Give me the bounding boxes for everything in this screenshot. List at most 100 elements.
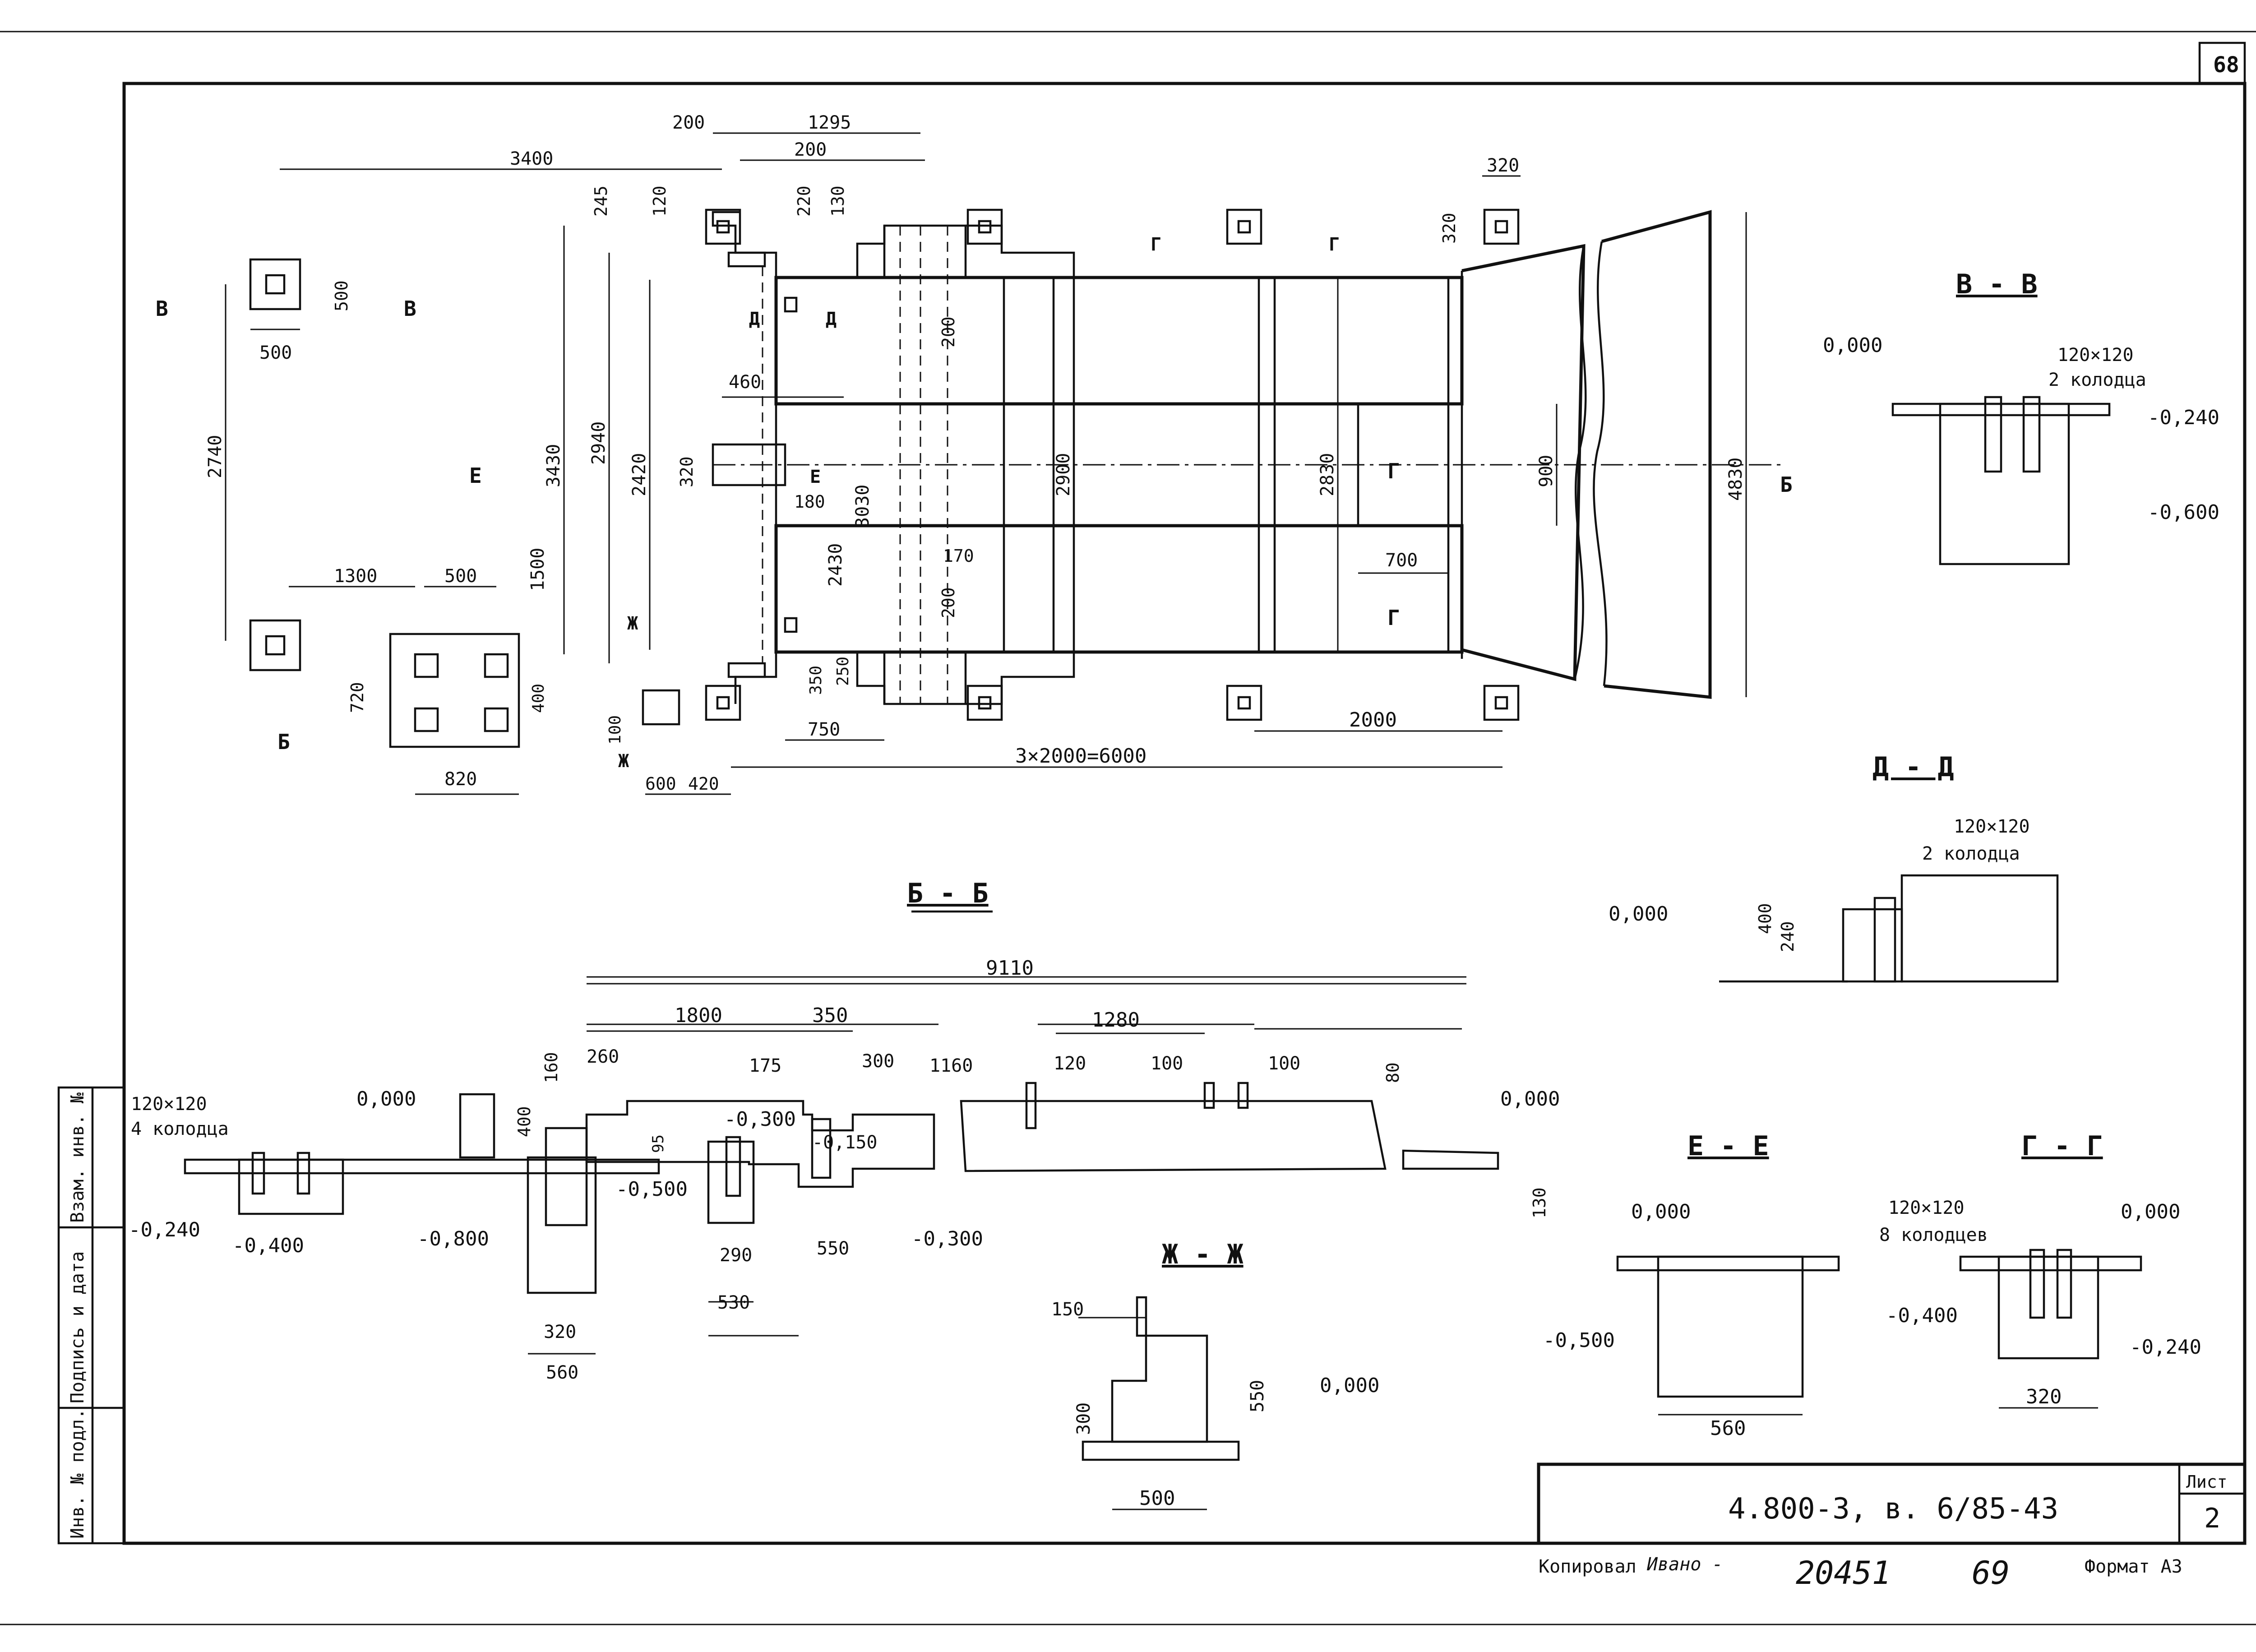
level-label: -0,400 bbox=[1886, 1304, 1958, 1327]
dim-label: 320 bbox=[1439, 213, 1459, 244]
dim-label: 550 bbox=[1247, 1380, 1268, 1412]
dim-label: 200 bbox=[794, 139, 827, 160]
section-bb-labels: 9110 1800 350 1280 260 175 300 1160 120 … bbox=[129, 957, 1560, 1383]
section-title-ee: Е - Е bbox=[1687, 1130, 1769, 1162]
dim-label: 560 bbox=[1710, 1417, 1746, 1440]
dim-label: 400 bbox=[514, 1106, 534, 1137]
section-mark: В bbox=[404, 296, 416, 321]
section-vv bbox=[1891, 396, 2111, 565]
dim-label: 175 bbox=[749, 1055, 781, 1076]
section-mark: Б bbox=[277, 730, 290, 754]
dim-label: 300 bbox=[1073, 1402, 1094, 1435]
section-mark: Д bbox=[749, 309, 760, 329]
level-label: -0,240 bbox=[2130, 1336, 2201, 1359]
plan-dimensions: 200 1295 200 3400 320 245 120 220 130 32… bbox=[205, 112, 1746, 794]
dim-label: 500 bbox=[259, 342, 292, 363]
dim-label: 350 bbox=[812, 1004, 848, 1027]
dim-label: 2740 bbox=[205, 435, 226, 478]
dim-label: 9110 bbox=[986, 957, 1034, 980]
dim-label: 1295 bbox=[808, 112, 851, 133]
list-label: Лист bbox=[2186, 1472, 2228, 1492]
level-label: 0,000 bbox=[1500, 1087, 1560, 1111]
section-bb bbox=[184, 910, 1499, 1355]
side-stamp-signature: Подпись и дата bbox=[67, 1251, 88, 1403]
dim-label: 500 bbox=[444, 566, 477, 587]
dim-label: 1280 bbox=[1092, 1009, 1140, 1032]
level-label: -0,500 bbox=[616, 1178, 688, 1201]
section-mark: Г bbox=[1387, 459, 1400, 483]
callout-text: 4 колодца bbox=[131, 1119, 229, 1139]
dim-label: 180 bbox=[794, 492, 825, 512]
dim-label: 500 bbox=[1139, 1487, 1175, 1510]
section-mark: Г bbox=[1329, 234, 1340, 255]
dim-label: 95 bbox=[649, 1134, 667, 1153]
section-ee bbox=[1616, 1255, 1840, 1416]
dim-label: 750 bbox=[808, 719, 840, 740]
level-label: -0,300 bbox=[724, 1108, 796, 1131]
section-title-gg: Г - Г bbox=[2021, 1130, 2103, 1162]
section-title-vv: В - В bbox=[1956, 268, 2038, 300]
callout-text: 2 колодца bbox=[2048, 370, 2146, 390]
dim-label: 2000 bbox=[1349, 708, 1397, 731]
dim-label: 3×2000=6000 bbox=[1015, 745, 1146, 768]
dim-label: 1500 bbox=[527, 548, 548, 591]
level-label: -0,300 bbox=[911, 1227, 983, 1250]
dim-label: 170 bbox=[943, 546, 974, 566]
dim-label: 300 bbox=[862, 1051, 894, 1072]
level-label: 0,000 bbox=[356, 1087, 416, 1111]
callout-text: 120×120 bbox=[131, 1094, 207, 1115]
dim-label: 100 bbox=[1151, 1053, 1183, 1074]
dim-label: 100 bbox=[1268, 1053, 1300, 1074]
dim-label: 3430 bbox=[543, 444, 564, 487]
dim-label: 130 bbox=[828, 185, 848, 217]
side-stamp bbox=[57, 1086, 125, 1545]
dim-label: 120 bbox=[650, 185, 670, 217]
dim-label: 320 bbox=[544, 1322, 576, 1342]
section-gg bbox=[1959, 1249, 2142, 1409]
foundation-plan bbox=[225, 132, 1782, 795]
dim-label: 120 bbox=[1054, 1053, 1086, 1074]
dim-label: 1160 bbox=[929, 1055, 973, 1076]
section-mark: Ж bbox=[627, 613, 638, 634]
dim-label: 2940 bbox=[588, 421, 609, 465]
dim-label: 3400 bbox=[510, 148, 553, 169]
dim-label: 400 bbox=[1755, 903, 1775, 934]
callout-text: 2 колодца bbox=[1922, 843, 2020, 864]
level-label: 0,000 bbox=[1320, 1374, 1379, 1397]
callout-text: 120×120 bbox=[1954, 816, 2030, 837]
dim-label: 160 bbox=[541, 1052, 561, 1083]
dim-label: 1800 bbox=[675, 1004, 722, 1027]
level-label: -0,600 bbox=[2148, 501, 2219, 524]
dim-label: 80 bbox=[1383, 1062, 1403, 1083]
stamp-number: 20451 bbox=[1796, 1555, 1891, 1592]
paper-format: Формат А3 bbox=[2085, 1556, 2182, 1577]
section-dd bbox=[1719, 874, 2059, 983]
dim-label: 200 bbox=[938, 316, 958, 347]
plan-section-marks: В В Д Д Г Г Г Г Е Е Б Б Ж Ж bbox=[156, 234, 1793, 772]
dim-label: 2420 bbox=[629, 453, 650, 496]
callout-text: 120×120 bbox=[2057, 345, 2134, 366]
dim-label: 400 bbox=[529, 684, 548, 713]
dim-label: 100 bbox=[606, 715, 624, 745]
dim-label: 240 bbox=[1778, 921, 1798, 952]
level-label: -0,150 bbox=[812, 1132, 878, 1153]
dim-label: 320 bbox=[2026, 1385, 2062, 1408]
section-mark: Е bbox=[810, 467, 821, 487]
dim-label: 3030 bbox=[852, 485, 873, 528]
dim-label: 290 bbox=[720, 1245, 752, 1266]
section-mark: Е bbox=[469, 463, 482, 488]
dim-label: 460 bbox=[729, 372, 761, 393]
dim-label: 550 bbox=[817, 1238, 849, 1259]
dim-label: 200 bbox=[938, 587, 958, 618]
level-label: 0,000 bbox=[1631, 1200, 1691, 1223]
dim-label: 600 bbox=[645, 774, 676, 794]
dim-label: 2830 bbox=[1317, 453, 1338, 496]
dim-label: 250 bbox=[834, 657, 852, 686]
level-label: -0,240 bbox=[129, 1218, 200, 1241]
dim-label: 220 bbox=[794, 185, 814, 217]
dim-label: 1300 bbox=[334, 566, 377, 587]
level-label: -0,500 bbox=[1543, 1329, 1615, 1352]
dim-label: 2900 bbox=[1053, 453, 1074, 496]
dim-label: 260 bbox=[587, 1046, 619, 1067]
